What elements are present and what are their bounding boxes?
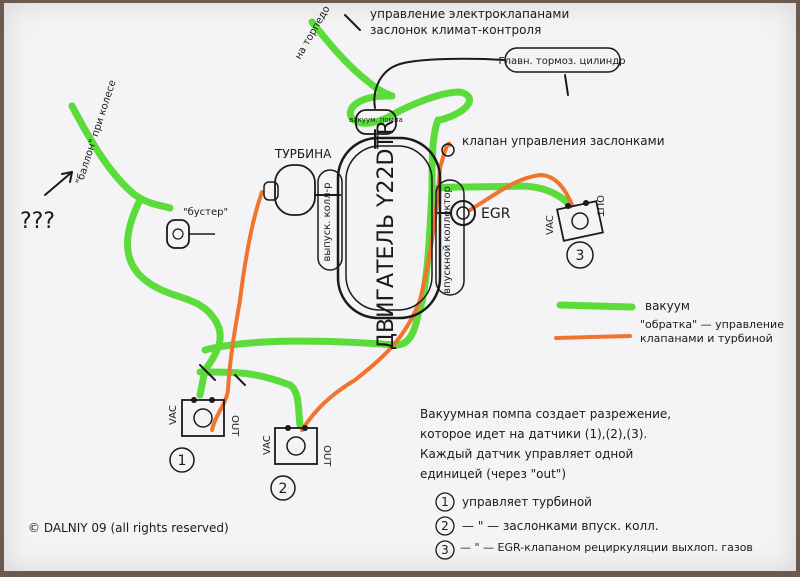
vacuum-line-engine (201, 311, 422, 354)
leader-brake (564, 74, 569, 96)
note-item1: управляет турбиной (462, 495, 592, 509)
legend-return-swatch (554, 334, 632, 340)
turbine (263, 164, 316, 216)
note-line3: Каждый датчик управляет одной (420, 447, 633, 461)
legend-return-label: "обратка" — управление клапанами и турби… (640, 318, 784, 345)
top-note-line1: управление электроклапанами (370, 7, 569, 21)
egr-label: EGR (481, 206, 511, 222)
sensor-3-out: OUT (594, 195, 605, 217)
return-line-turbine (210, 190, 264, 432)
return-line-egr (468, 173, 574, 212)
copyright: © DALNIY 09 (all rights reserved) (28, 521, 229, 535)
ink-lines (44, 14, 569, 386)
brake-line (373, 57, 506, 109)
booster-label: "бустер" (183, 207, 228, 218)
question-marks: ??? (20, 209, 55, 234)
sensor-3-vac: VAC (545, 215, 556, 235)
valve-control (441, 143, 455, 157)
brake-cylinder (504, 47, 621, 73)
legend-vacuum-label: вакуум (645, 299, 690, 313)
vacuum-pump (355, 109, 397, 135)
sensor-3-badge (566, 241, 594, 269)
booster (166, 219, 215, 249)
intake-manifold (435, 179, 465, 296)
vacuum-pump-label: вакуум. помпа (349, 116, 403, 124)
egr-valve-inner (456, 206, 470, 220)
exhaust-label: выпуск. колл-р (322, 182, 333, 261)
engine-label: ДВИГАТЕЛЬ Y22DTR (374, 120, 399, 350)
return-lines (210, 141, 632, 432)
vacuum-line-pump-loop (346, 88, 473, 127)
sensor-2-out: OUT (321, 445, 332, 467)
note-item2: — " — заслонками впуск. колл. (462, 519, 659, 533)
arrow-question-head (61, 171, 73, 183)
torpedo-label: на торпедо (293, 4, 332, 61)
connector-2 (234, 374, 246, 386)
top-note-line2: заслонок климат-контроля (370, 23, 541, 37)
sensor-1-number: 1 (178, 453, 187, 469)
sensor-3 (556, 200, 604, 242)
note-line4: единицей (через "out") (420, 467, 566, 481)
note-line2: которое идет на датчики (1),(2),(3). (420, 427, 647, 441)
vacuum-line-balloon (68, 102, 174, 212)
note-line1: Вакуумная помпа создает разрежение, (420, 407, 671, 421)
sensor-2-vac: VAC (262, 435, 273, 455)
engine-block (336, 136, 442, 320)
note-item3-wrap: — " — EGR-клапаном рециркуляции выхлоп. … (460, 541, 753, 554)
sensor-2-badge (270, 475, 296, 501)
note-item2-badge (435, 516, 455, 536)
sensor-2-number: 2 (279, 481, 288, 497)
sensor-3-number: 3 (576, 248, 585, 264)
sensor-1-out: OUT (229, 415, 240, 437)
sensor-1-badge (169, 447, 195, 473)
valve-control-label: клапан управления заслонками (462, 134, 665, 148)
note-item3: — " — EGR-клапаном рециркуляции выхлоп. … (460, 541, 753, 554)
legend-vacuum-swatch (556, 301, 636, 311)
sensor-1-vac: VAC (168, 405, 179, 425)
egr-valve (450, 200, 476, 226)
brake-label: Главн. тормоз. цилиндр (498, 56, 625, 67)
exhaust-manifold (317, 169, 343, 271)
note-item3-badge (435, 540, 455, 560)
legend-return-wrap: "обратка" — управление клапанами и турби… (640, 318, 784, 345)
arrow-question (44, 171, 73, 196)
paper-sheet (4, 3, 796, 571)
turbine-label: ТУРБИНА (274, 147, 332, 161)
sensor-2 (274, 425, 318, 465)
sensor-1 (181, 397, 225, 437)
vacuum-line-booster (124, 196, 224, 399)
note-item2-num: 2 (441, 519, 449, 533)
intake-label: впускной коллектор (442, 186, 453, 294)
note-item3-num: 3 (441, 543, 449, 557)
return-line-valve (300, 166, 442, 432)
leader-top (344, 14, 361, 31)
connector-1 (199, 364, 216, 381)
note-item1-badge (435, 492, 455, 512)
vacuum-line-torpedo (308, 18, 396, 100)
note-item1-num: 1 (441, 495, 449, 509)
